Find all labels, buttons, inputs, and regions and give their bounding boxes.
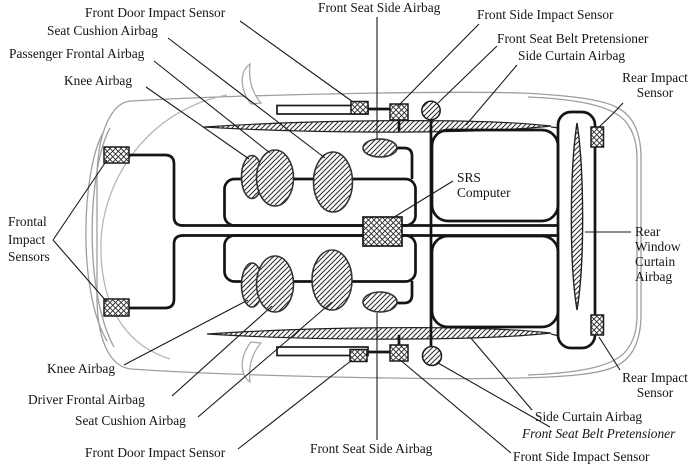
- label-front-side-impact-sensor-bottom: Front Side Impact Sensor: [513, 449, 650, 464]
- passenger-frontal-airbag-shape: [255, 149, 295, 207]
- label-front-side-impact-sensor-top: Front Side Impact Sensor: [477, 7, 614, 22]
- label-seat-cushion-airbag-bottom: Seat Cushion Airbag: [75, 413, 186, 428]
- frontal-impact-sensor-box-bottom: [103, 298, 130, 317]
- rear-seatback-frame: [556, 110, 597, 350]
- wire-front-sensor-bottom: [127, 234, 185, 310]
- front-seat-side-airbag-shape-top: [362, 138, 398, 158]
- frontal-impact-sensor-box-top: [103, 146, 130, 164]
- seat-side-airbag-stub-bottom: [394, 280, 414, 305]
- seat-side-airbag-stub-top: [394, 146, 414, 180]
- airbag-shapes: [240, 138, 398, 313]
- wiring-harness: [127, 107, 597, 354]
- front-bumper-arc-outer: [85, 132, 108, 342]
- rear-impact-sensor-box-top: [590, 126, 605, 148]
- rear-impact-sensor-box-bottom: [590, 314, 605, 336]
- door-bar-bottom: [276, 346, 369, 357]
- seat-cushion-airbag-shape-bottom: [311, 249, 353, 311]
- label-side-curtain-airbag-top: Side Curtain Airbag: [518, 48, 626, 63]
- label-front-door-impact-sensor-top: Front Door Impact Sensor: [85, 5, 226, 20]
- front-door-impact-sensor-box-top: [350, 100, 369, 115]
- driver-frontal-airbag-shape: [255, 255, 295, 313]
- label-front-seat-side-airbag-top: Front Seat Side Airbag: [318, 0, 441, 15]
- side-curtain-airbag-bottom-shape: [206, 327, 552, 340]
- label-knee-airbag-bottom: Knee Airbag: [47, 361, 116, 376]
- label-front-seat-belt-pretensioner-bottom: Front Seat Belt Pretensioner: [522, 426, 676, 441]
- label-knee-airbag-top: Knee Airbag: [64, 73, 133, 88]
- front-seat-side-airbag-shape-bottom: [362, 291, 398, 313]
- label-rear-impact-sensor-bottom: Rear Impact Sensor: [622, 370, 688, 400]
- front-side-impact-sensor-box-top: [389, 103, 409, 121]
- label-srs-computer: SRS Computer: [457, 170, 511, 200]
- rear-window-curtain-airbag-shape: [570, 122, 584, 311]
- label-front-seat-side-airbag-bottom: Front Seat Side Airbag: [310, 441, 433, 456]
- label-front-seat-belt-pretensioner-top: Front Seat Belt Pretensioner: [497, 31, 649, 46]
- rear-cabin-frame-bottom: [430, 234, 560, 329]
- side-mirror-bottom: [241, 341, 263, 384]
- front-door-impact-sensor-box-bottom: [349, 348, 368, 363]
- front-side-impact-sensor-box-bottom: [389, 344, 409, 362]
- windshield-arc: [100, 94, 228, 360]
- seat-cushion-airbag-shape-top: [312, 151, 354, 213]
- label-front-door-impact-sensor-bottom: Front Door Impact Sensor: [85, 445, 226, 460]
- side-mirror-top: [241, 62, 263, 105]
- label-seat-cushion-airbag-top: Seat Cushion Airbag: [47, 23, 158, 38]
- front-bumper-arc-inner: [91, 127, 115, 348]
- label-rear-impact-sensor-top: Rear Impact Sensor: [622, 70, 688, 100]
- label-rear-window-curtain-airbag: Rear Window Curtain Airbag: [635, 224, 681, 284]
- label-passenger-frontal-airbag: Passenger Frontal Airbag: [9, 46, 145, 61]
- leader-lines: [52, 17, 631, 454]
- srs-computer-box: [362, 216, 403, 247]
- rear-inner-trim-line: [527, 96, 638, 376]
- door-bars: [276, 104, 369, 357]
- car-body-outline: [85, 62, 642, 384]
- seat-belt-pretensioner-bottom: [421, 345, 443, 367]
- door-bar-connectors: [366, 107, 392, 354]
- wire-front-sensor-top: [127, 153, 185, 227]
- sensors: [103, 100, 605, 363]
- pretensioners: [421, 100, 443, 367]
- seat-belt-pretensioner-top: [421, 100, 441, 121]
- label-driver-frontal-airbag: Driver Frontal Airbag: [28, 392, 145, 407]
- label-side-curtain-airbag-bottom: Side Curtain Airbag: [535, 409, 643, 424]
- label-frontal-impact-sensors: Frontal Impact Sensors: [8, 214, 50, 264]
